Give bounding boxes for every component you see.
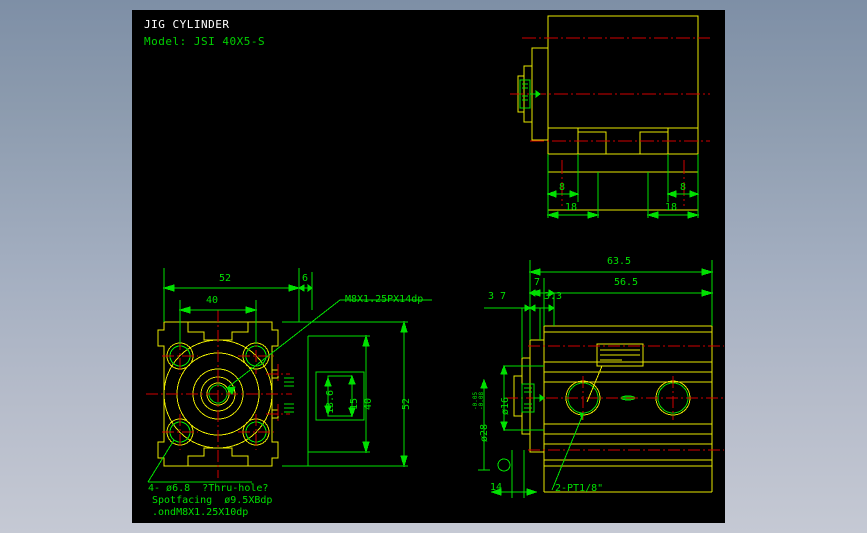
dim-side-bore-outer-28: ø28	[479, 423, 490, 442]
top-view-geometry	[517, 15, 699, 211]
dim-front-width-52: 52	[219, 273, 232, 284]
note-thru-hole-line3: .ondM8X1.25X10dp	[152, 507, 249, 518]
top-view-rod-detail	[519, 79, 541, 109]
dim-front-height-52: 52	[401, 397, 412, 410]
top-view-dim-left	[546, 154, 600, 219]
side-view-dim-37	[484, 304, 531, 358]
dim-front-inner-136: 13.6	[325, 389, 336, 414]
dim-side-offset-37: 3 7	[488, 291, 507, 302]
dim-front-bolt-height-40: 40	[363, 397, 374, 410]
dim-top-right-offset-8: 8	[680, 182, 687, 193]
drawing-canvas[interactable]: JIG CYLINDER Model: JSI 40X5-S	[132, 10, 725, 523]
dim-side-step-33: 3.3	[544, 291, 563, 302]
side-view-leader-port	[551, 412, 584, 491]
front-view-leader-note	[147, 439, 252, 483]
front-view-dim-52	[162, 268, 301, 322]
drawing-model: Model: JSI 40X5-S	[144, 35, 266, 48]
side-view-dim-diameters	[478, 364, 544, 471]
front-view-leader-m8	[226, 299, 432, 395]
front-view-centerlines	[146, 310, 292, 478]
note-port-pt18: 2-PT1/8"	[555, 483, 604, 494]
dim-front-boss-6: 6	[302, 273, 309, 284]
front-view-section-block	[282, 320, 408, 468]
front-view-thread-marks	[284, 377, 294, 413]
dim-side-foot-14: 14	[490, 482, 503, 493]
top-view-centerlines	[510, 37, 710, 206]
dim-side-bore-outer-tolerance: -0.05 -0.08	[472, 391, 485, 410]
note-thru-hole-line2: Spotfacing ø9.5XBdp	[152, 495, 273, 506]
side-view-nameplate-detail	[600, 349, 640, 361]
dim-front-thread-m8: M8X1.25PX14dp	[345, 294, 424, 305]
dim-side-bore-inner-16: ø16	[500, 396, 511, 415]
side-view-leader-nameplate	[586, 365, 603, 403]
side-view-geometry	[513, 325, 713, 493]
note-thru-hole-line1: 4- ø6.8 ?Thru-hole?	[148, 483, 269, 494]
drawing-title: JIG CYLINDER	[144, 18, 230, 31]
dim-top-right-span-18: 18	[665, 202, 678, 213]
side-view-dim-7	[529, 289, 555, 326]
side-view-dim-14	[490, 450, 538, 498]
dim-side-cap-7: 7	[534, 277, 541, 288]
dim-side-length-635: 63.5	[607, 256, 632, 267]
dim-front-bolt-width-40: 40	[206, 295, 219, 306]
dim-top-left-offset-8: 8	[559, 182, 566, 193]
top-view-dim-right	[646, 154, 700, 219]
dim-side-body-565: 56.5	[614, 277, 639, 288]
front-view-dim-40	[178, 300, 258, 344]
side-view-dim-33	[529, 304, 555, 340]
dim-top-left-span-18: 18	[565, 202, 578, 213]
front-view-dim-6	[298, 272, 313, 310]
cad-geometry	[146, 15, 724, 498]
side-view-rod-detail	[521, 383, 545, 413]
dim-front-inner-15: 15	[349, 397, 360, 410]
